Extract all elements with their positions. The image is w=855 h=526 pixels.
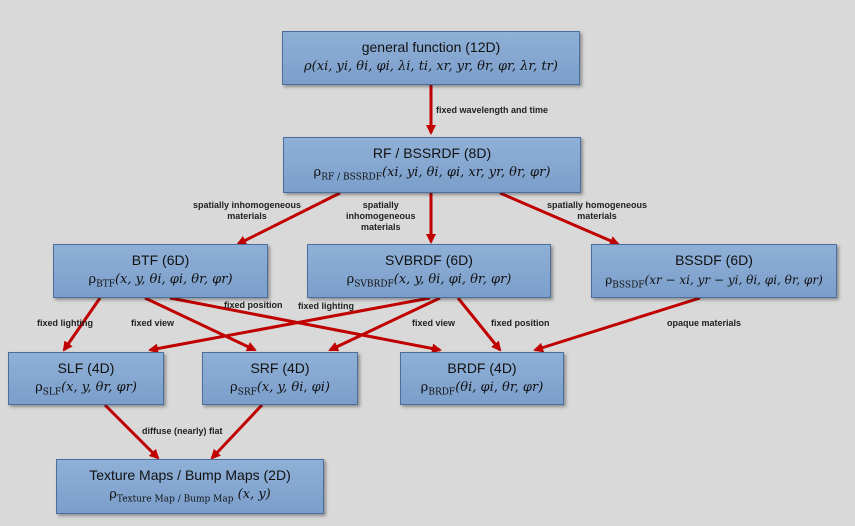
- label-diffuse-flat: diffuse (nearly) flat: [142, 426, 223, 436]
- arrow-svbrdf-to-srf: [328, 296, 441, 352]
- arrow-btf-to-srf: [144, 296, 257, 352]
- label-fixed-lighting-left: fixed lighting: [37, 318, 93, 328]
- node-formula: ρBSSDF(xr − xi, yr − yi, θi, φi, θr, φr): [605, 273, 823, 291]
- arrow-rf-to-btf: [236, 191, 341, 246]
- node-title: RF / BSSRDF (8D): [372, 145, 492, 161]
- label-fixed-view-right: fixed view: [412, 318, 456, 328]
- node-formula: ρBRDF(θi, φi, θr, φr): [420, 380, 544, 398]
- node-formula: ρSRF(x, y, θi, φi): [230, 380, 330, 398]
- node-rf-bssrdf: RF / BSSRDF (8D) ρRF / BSSRDF(xi, yi, θi…: [283, 137, 581, 193]
- node-bssdf: BSSDF (6D) ρBSSDF(xr − xi, yr − yi, θi, …: [591, 244, 837, 298]
- arrow-svbrdf-to-slf: [148, 296, 431, 354]
- node-svbrdf: SVBRDF (6D) ρSVBRDF(x, y, θi, φi, θr, φr…: [307, 244, 551, 298]
- arrow-slf-to-texture: [103, 403, 160, 460]
- label-spatially-inhomogeneous-left: spatially inhomogeneous materials: [193, 200, 302, 221]
- node-formula: ρSLF(x, y, θr, φr): [35, 380, 137, 398]
- label-fixed-wavelength-time: fixed wavelength and time: [436, 105, 549, 115]
- node-title: BTF (6D): [131, 252, 190, 268]
- node-title: general function (12D): [361, 39, 501, 55]
- node-title: SVBRDF (6D): [385, 252, 473, 268]
- node-formula: ρSVBRDF(x, y, θi, φi, θr, φr): [346, 272, 512, 290]
- arrow-btf-to-brdf: [169, 296, 442, 354]
- arrow-bssdf-to-brdf: [533, 296, 701, 353]
- label-fixed-view-left: fixed view: [131, 318, 175, 328]
- label-opaque-materials: opaque materials: [667, 318, 742, 328]
- node-general-function: general function (12D) ρ(xi, yi, θi, φi,…: [282, 31, 580, 85]
- node-srf: SRF (4D) ρSRF(x, y, θi, φi): [202, 352, 358, 405]
- label-fixed-position-top: fixed position: [224, 300, 283, 310]
- label-spatially-inhomogeneous-mid: spatially inhomogeneous materials: [346, 200, 416, 232]
- arrow-btf-to-slf: [62, 297, 102, 352]
- node-formula: ρ(xi, yi, θi, φi, λi, ti, xr, yr, θr, φr…: [304, 59, 558, 74]
- arrow-svbrdf-to-brdf: [456, 297, 502, 352]
- label-fixed-lighting-mid: fixed lighting: [298, 301, 354, 311]
- node-title: SRF (4D): [250, 360, 310, 376]
- node-title: SLF (4D): [57, 360, 115, 376]
- node-formula: ρTexture Map / Bump Map (x, y): [109, 487, 271, 505]
- node-btf: BTF (6D) ρBTF(x, y, θi, φi, θr, φr): [53, 244, 268, 298]
- label-spatially-homogeneous: spatially homogeneous materials: [547, 200, 648, 221]
- node-slf: SLF (4D) ρSLF(x, y, θr, φr): [8, 352, 164, 405]
- node-title: BRDF (4D): [447, 360, 517, 376]
- node-formula: ρBTF(x, y, θi, φi, θr, φr): [88, 272, 233, 290]
- node-title: Texture Maps / Bump Maps (2D): [89, 467, 291, 483]
- node-texture-bump-maps: Texture Maps / Bump Maps (2D) ρTexture M…: [56, 459, 324, 514]
- label-fixed-position-right: fixed position: [491, 318, 550, 328]
- node-title: BSSDF (6D): [675, 252, 753, 268]
- arrow-srf-to-texture: [210, 403, 264, 460]
- arrow-rf-to-bssdf: [499, 191, 620, 246]
- node-formula: ρRF / BSSRDF(xi, yi, θi, φi, xr, yr, θr,…: [313, 165, 551, 183]
- node-brdf: BRDF (4D) ρBRDF(θi, φi, θr, φr): [400, 352, 564, 405]
